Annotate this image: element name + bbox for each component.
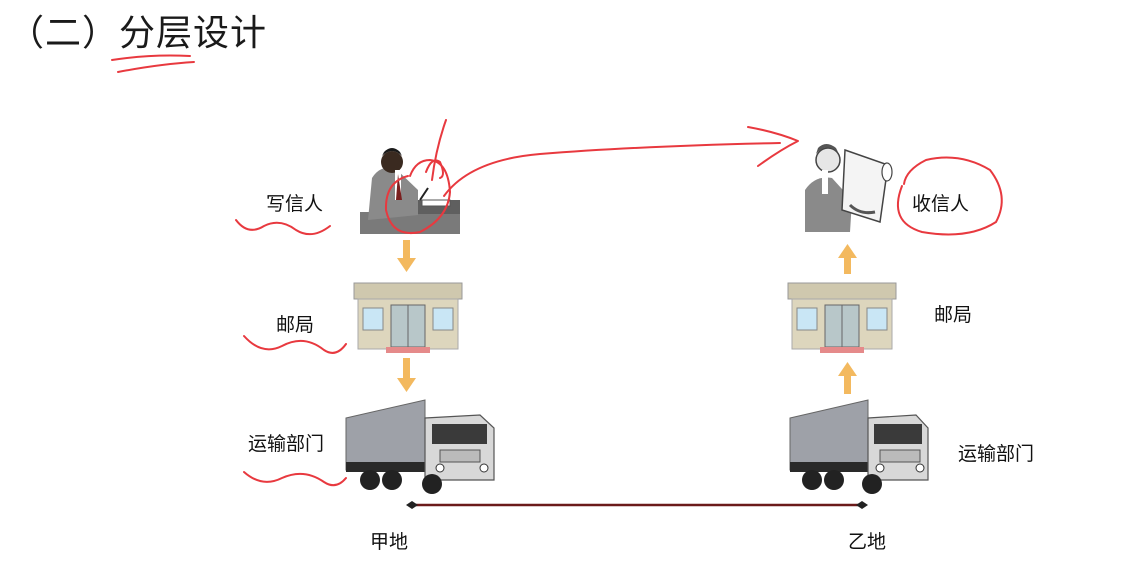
transport-left-label: 运输部门 [248,433,325,455]
receiver-circle [897,156,1003,236]
arrow-up-1 [838,244,857,274]
message-arrow [443,126,799,197]
truck-right [789,399,929,494]
arrow-up-2 [838,362,857,394]
receiver-label: 收信人 [912,193,970,215]
post-office-right-label: 邮局 [934,304,973,326]
sender-label: 写信人 [266,193,324,215]
arrow-down-1 [397,240,416,272]
transport-right-label: 运输部门 [958,443,1035,465]
place-a-label: 甲地 [370,531,409,553]
handwritten-annotations [111,54,1003,487]
post-office-underline [243,335,347,354]
pointer-tick [425,119,447,181]
post-office-left-label: 邮局 [276,314,315,336]
post-office-right [787,282,897,353]
title-underline [111,54,195,73]
sender-underline [235,219,331,236]
place-b-label: 乙地 [848,531,887,553]
page-title: （二）分层设计 [8,13,268,54]
truck-left [345,399,495,494]
transport-underline [243,471,347,487]
post-office-left [353,282,463,353]
arrow-down-2 [397,358,416,392]
writer-figure [360,148,460,234]
transport-link-line [406,501,868,509]
writer-circle [384,159,451,234]
reader-figure [805,144,893,232]
